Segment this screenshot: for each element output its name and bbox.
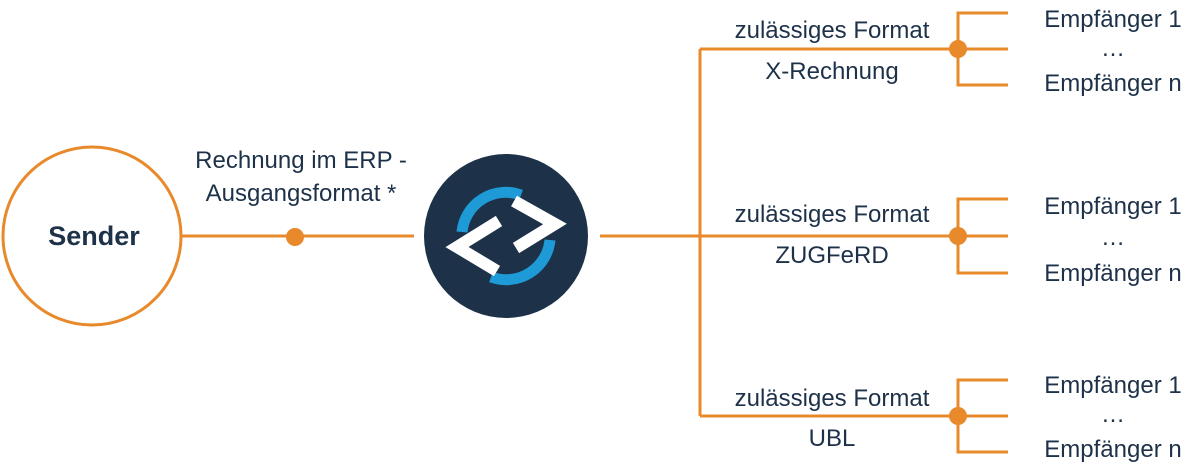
- recipient-last: Empfänger n: [1044, 70, 1181, 97]
- recipient-last: Empfänger n: [1044, 260, 1181, 287]
- input-connector-dot: [286, 228, 304, 246]
- branch-ubl: zulässiges Format UBL Empfänger 1 … Empf…: [700, 372, 1182, 463]
- input-label-line2: Ausgangsformat *: [206, 180, 397, 207]
- branch-dot: [949, 40, 967, 58]
- branch-dot: [949, 407, 967, 425]
- logo-chevron-left: [445, 215, 503, 277]
- format-label: zulässiges Format: [735, 201, 930, 228]
- sender-label: Sender: [48, 221, 140, 251]
- input-label-line1: Rechnung im ERP -: [195, 147, 407, 174]
- code-convert-icon: [445, 186, 567, 286]
- recipient-first: Empfänger 1: [1044, 6, 1181, 33]
- logo-chevron-right: [511, 195, 567, 254]
- format-label: zulässiges Format: [735, 17, 930, 44]
- converter-logo-background: [424, 154, 588, 318]
- logo-arc-bottom: [489, 239, 556, 286]
- recipient-last: Empfänger n: [1044, 436, 1181, 463]
- branch-zugferd: zulässiges Format ZUGFeRD Empfänger 1 … …: [700, 193, 1182, 287]
- recipient-first: Empfänger 1: [1044, 372, 1181, 399]
- sender-circle: [1, 145, 183, 327]
- output-distribution: [600, 49, 702, 416]
- format-name: X-Rechnung: [765, 58, 898, 85]
- recipient-ellipsis: …: [1101, 401, 1125, 428]
- sender-node: Sender: [1, 145, 183, 327]
- logo-arc-top: [456, 186, 523, 233]
- branch-x-rechnung: zulässiges Format X-Rechnung Empfänger 1…: [700, 6, 1182, 97]
- branch-dot: [949, 227, 967, 245]
- format-name: UBL: [809, 425, 856, 452]
- input-connection: Rechnung im ERP - Ausgangsformat *: [182, 147, 414, 246]
- recipient-ellipsis: …: [1101, 35, 1125, 62]
- format-name: ZUGFeRD: [775, 242, 888, 269]
- format-label: zulässiges Format: [735, 385, 930, 412]
- recipient-ellipsis: …: [1101, 224, 1125, 251]
- converter-logo: [424, 154, 588, 318]
- recipient-first: Empfänger 1: [1044, 193, 1181, 220]
